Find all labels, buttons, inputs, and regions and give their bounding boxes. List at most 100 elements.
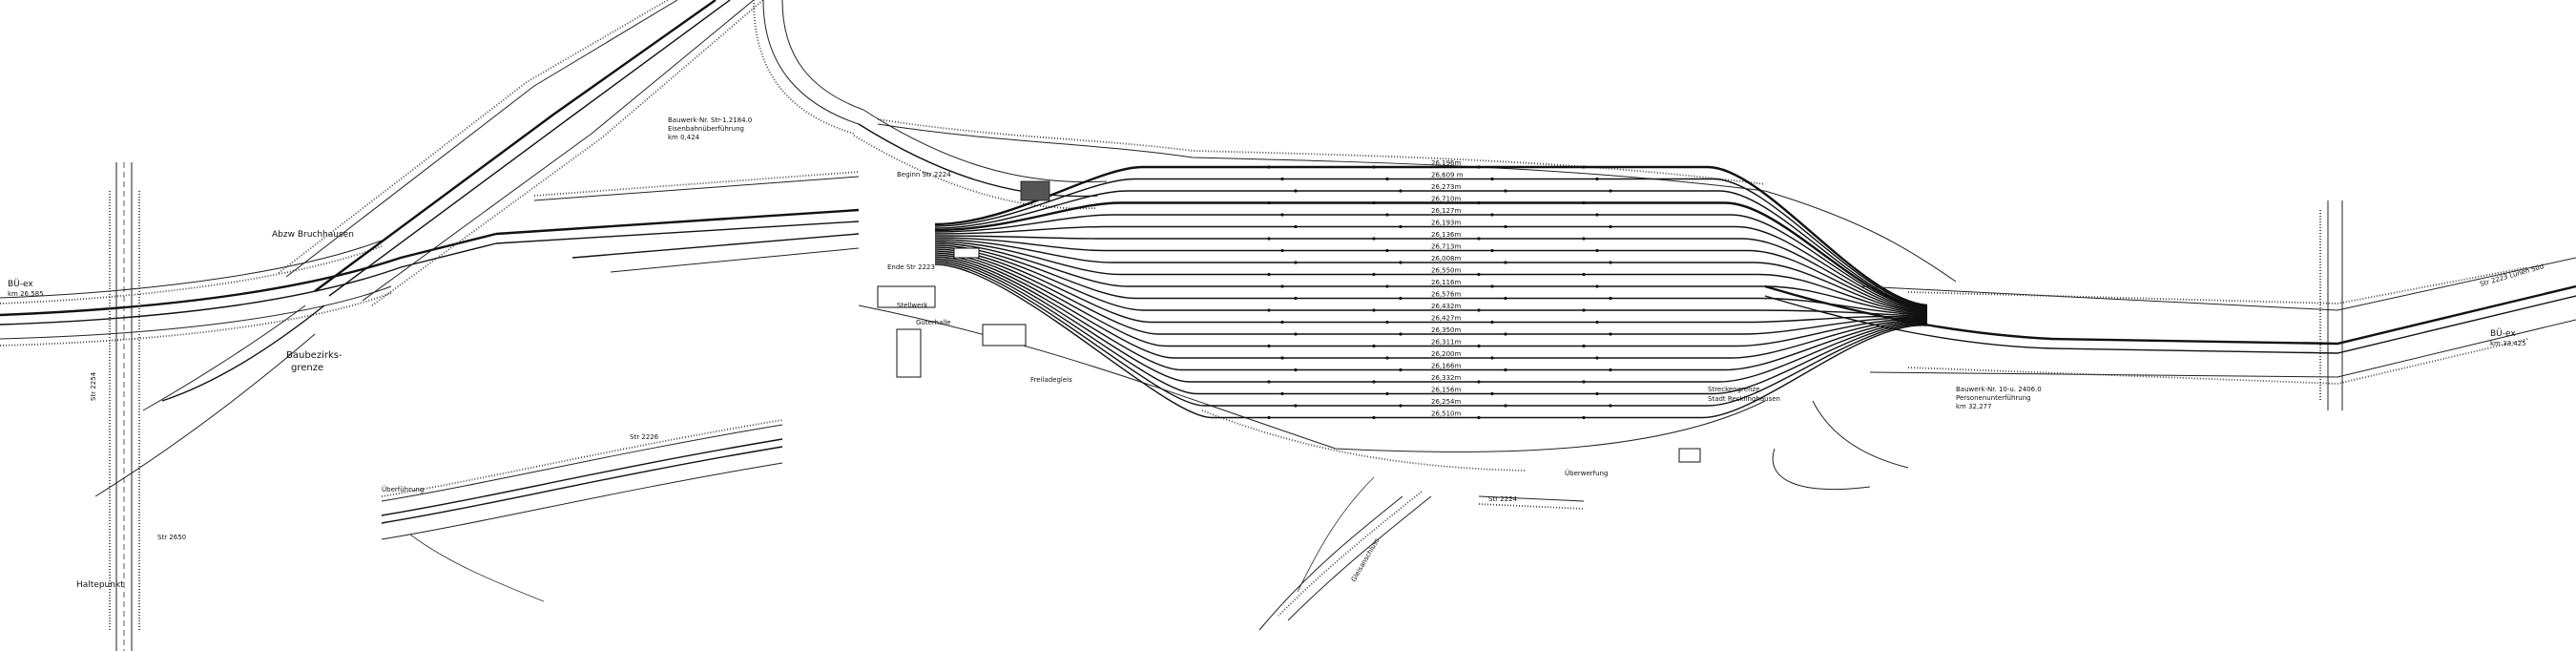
track-length-13: 26,432m (1431, 303, 1461, 310)
track-marker (1294, 189, 1298, 193)
yard-track-11 (934, 242, 1928, 316)
track-length-11: 26,116m (1431, 279, 1461, 286)
track-length-18: 26,166m (1431, 363, 1461, 370)
lower-left-label: Haltepunkt (76, 580, 124, 590)
track-marker (1267, 344, 1271, 348)
track-marker (1504, 189, 1507, 193)
yard-track-10 (934, 241, 1928, 315)
track-marker (1372, 272, 1376, 277)
track-marker (1280, 213, 1284, 217)
track-length-6: 26,193m (1431, 220, 1461, 227)
track-marker (1504, 296, 1507, 301)
track-marker (1372, 308, 1376, 312)
str-2254-label: Str 2254 (90, 371, 97, 401)
track-marker (1490, 320, 1494, 325)
track-length-10: 26,550m (1431, 267, 1461, 275)
track-marker (1280, 391, 1284, 396)
track-marker (1372, 344, 1376, 348)
track-marker (1399, 261, 1402, 264)
bauwerk-right-1: Bauwerk-Nr. 10-u. 2406.0 (1956, 386, 2042, 393)
building-stellwerk (877, 285, 936, 308)
yard-track-19 (934, 258, 1928, 383)
track-marker (1595, 356, 1599, 360)
track-marker (1595, 391, 1599, 396)
yard-track-20 (934, 260, 1928, 395)
track-marker (1385, 177, 1389, 181)
track-marker (1582, 308, 1586, 312)
track-marker (1294, 261, 1298, 264)
ueberwerfung-label: Überwerfung (1565, 469, 1608, 477)
track-length-3: 26,273m (1431, 183, 1461, 191)
track-marker (1385, 213, 1389, 217)
track-length-labels: 26,196m 26,609 m 26,273m 26,710m 26,127m… (1431, 159, 1464, 418)
track-marker (1280, 320, 1284, 325)
track-marker (1372, 415, 1376, 420)
freiladegleis-label: Freiladegleis (1030, 376, 1072, 384)
yard-track-2 (934, 178, 1928, 307)
building-small (982, 324, 1027, 346)
bauwerk-left-1: Bauwerk-Nr. Str-1.2184.0 (668, 116, 752, 124)
track-marker (1595, 213, 1599, 217)
track-marker (1294, 224, 1298, 229)
track-length-16: 26,311m (1431, 339, 1461, 346)
track-marker (1582, 237, 1586, 241)
gueterhalle-label: Güterhalle (916, 319, 951, 326)
track-length-21: 26,254m (1431, 398, 1461, 406)
spur-label: Gleisanschluss (1350, 536, 1381, 583)
track-length-19: 26,332m (1431, 374, 1461, 382)
track-marker (1582, 200, 1586, 205)
left-junction: BÜ-ex km 26,585 Abzw Bruchhausen Baubezi… (0, 0, 864, 651)
track-marker (1582, 272, 1586, 277)
bauwerk-right-2: Personenunterführung (1956, 394, 2031, 402)
track-length-14: 26,427m (1431, 315, 1461, 323)
track-marker (1399, 296, 1402, 301)
track-marker (1280, 248, 1284, 253)
yard-track-1 (934, 165, 1928, 307)
track-marker (1582, 344, 1586, 348)
track-marker (1372, 165, 1376, 169)
track-marker (1609, 368, 1612, 372)
bauwerk-left-2: Eisenbahnüberführung (668, 125, 744, 133)
track-marker (1609, 296, 1612, 301)
track-marker (1504, 332, 1507, 336)
str-2224-label: Str 2224 (1488, 495, 1518, 503)
yard-track-8 (934, 237, 1928, 313)
streckengrenze-label: Streckengrenze (1708, 386, 1760, 393)
track-marker (1504, 224, 1507, 229)
str-2650-label: Str 2650 (157, 534, 186, 541)
track-marker (1372, 237, 1376, 241)
track-marker (1372, 200, 1376, 205)
track-marker (1294, 368, 1298, 372)
track-marker (1477, 344, 1481, 348)
track-marker (1595, 248, 1599, 253)
track-marker (1399, 332, 1402, 336)
yard-track-18 (934, 256, 1928, 371)
track-marker (1399, 368, 1402, 372)
yard-track-22 (934, 263, 1928, 419)
yard-track-14 (934, 248, 1928, 324)
yard-track-4 (934, 201, 1928, 310)
track-marker (1490, 177, 1494, 181)
track-marker (1595, 284, 1599, 288)
track-marker (1267, 200, 1271, 205)
track-marker (1294, 296, 1298, 301)
track-length-12: 26,576m (1431, 291, 1461, 299)
track-length-20: 26,156m (1431, 387, 1461, 394)
track-marker (1490, 284, 1494, 288)
track-marker (1372, 380, 1376, 384)
building-hatched (1020, 180, 1050, 201)
bu-right-km: km 33,425 (2490, 340, 2526, 347)
track-marker (1385, 248, 1389, 253)
track-length-1: 26,196m (1431, 159, 1461, 167)
track-marker (1504, 404, 1507, 408)
track-marker (1477, 165, 1481, 169)
track-marker (1490, 213, 1494, 217)
track-marker (1595, 320, 1599, 325)
building-right (1678, 448, 1701, 463)
track-marker (1385, 284, 1389, 288)
lower-segment-label: Überführung (382, 485, 424, 494)
track-length-8: 26,713m (1431, 243, 1461, 251)
yard-track-16 (934, 252, 1928, 347)
track-marker (1294, 404, 1298, 408)
baubezirk-label: Baubezirks- (286, 350, 343, 361)
